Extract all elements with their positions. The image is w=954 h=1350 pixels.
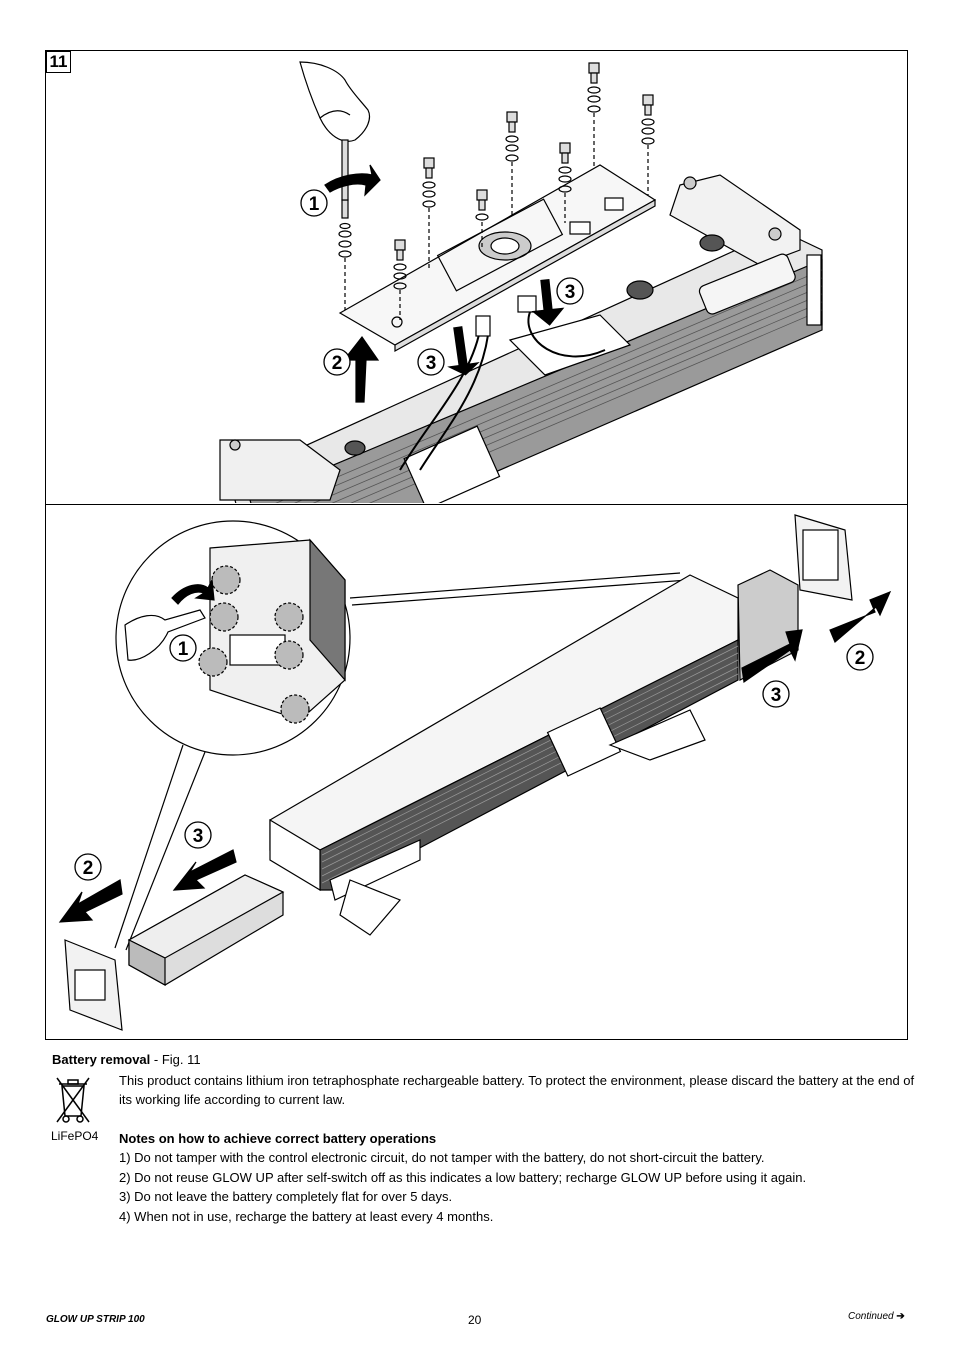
continued-label: Continued [848,1311,894,1322]
notes-title: Notes on how to achieve correct battery … [119,1131,437,1146]
note-item: 3) Do not leave the battery completely f… [119,1189,453,1204]
figure-number: 11 [46,51,71,73]
note-item: 4) When not in use, recharge the battery… [119,1208,494,1224]
callout-3-bottom-right: 3 [771,685,782,706]
footer-product-name: GLOW UP STRIP 100 [46,1314,145,1325]
callout-2-bottom-right: 2 [855,648,866,669]
figure-reference: - Fig. 11 [150,1052,201,1067]
figure-frame [45,50,908,1040]
callout-1-bottom: 1 [178,639,189,660]
top-callouts: 1 2 3 3 [300,189,584,376]
figure-divider [45,504,908,505]
footer-continued: Continued ➔ [848,1311,905,1322]
callout-3-bottom-left: 3 [193,826,204,847]
bottom-callouts: 1 2 3 2 3 [74,634,874,881]
section-heading: Battery removal - Fig. 11 [52,1050,201,1069]
callout-3-top-left: 3 [426,353,437,374]
section-title: Battery removal [52,1052,151,1067]
arrow-right-icon: ➔ [896,1311,905,1322]
note-item: 2) Do not reuse GLOW UP after self-switc… [119,1169,807,1185]
battery-type-label: LiFePO4 [51,1129,99,1143]
callout-3-top-right: 3 [565,282,576,303]
callout-1-top: 1 [309,194,320,215]
note-item: 1) Do not tamper with the control electr… [119,1150,765,1165]
recycle-bin-crossed-icon [56,1077,90,1123]
callout-2-top: 2 [332,353,343,374]
callout-2-bottom-left: 2 [83,858,94,879]
notes-list: 1) Do not tamper with the control electr… [119,1148,919,1226]
page-number: 20 [468,1313,482,1327]
intro-paragraph: This product contains lithium iron tetra… [119,1073,915,1107]
